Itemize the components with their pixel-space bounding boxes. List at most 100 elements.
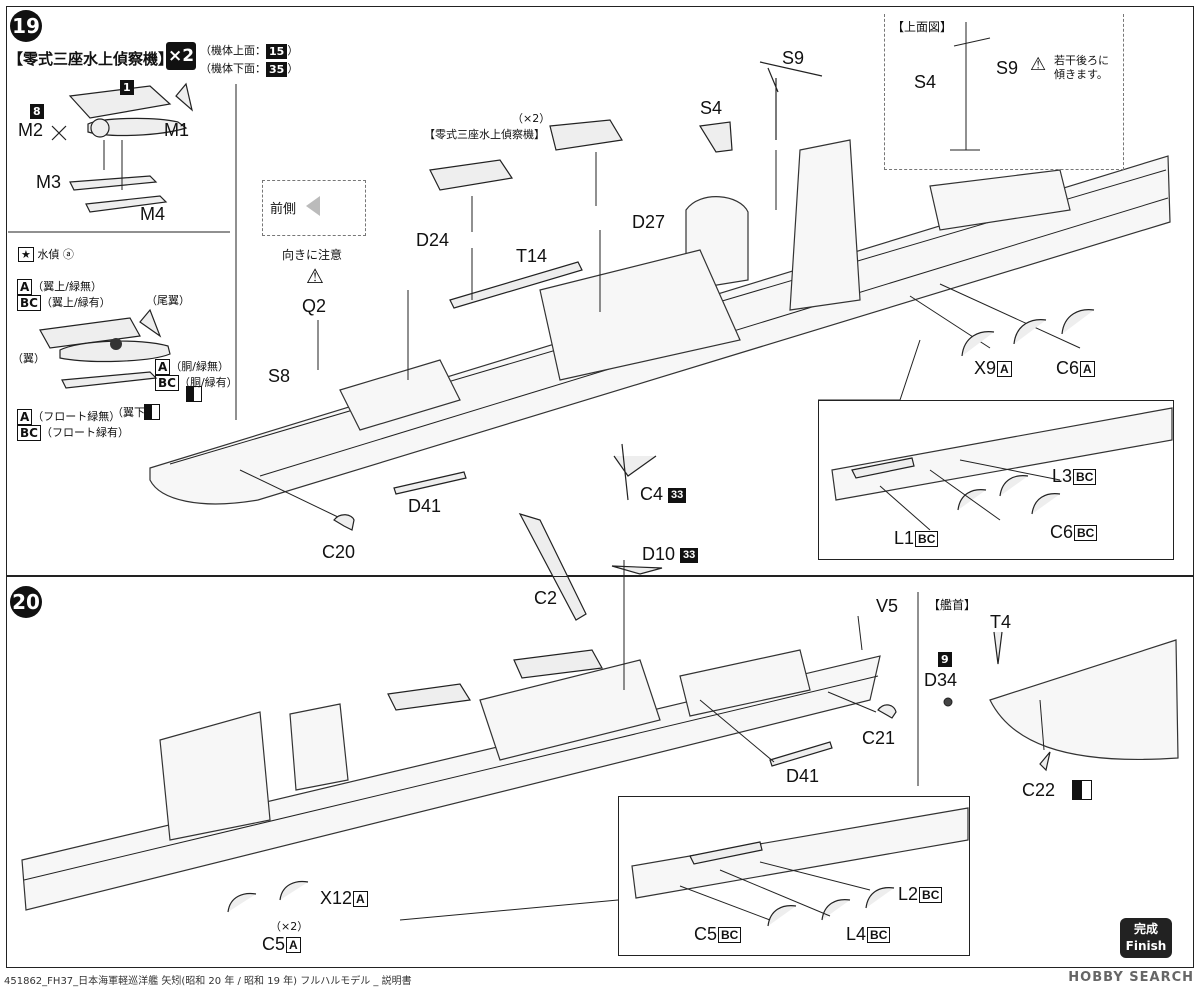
part-x9-drawing (961, 331, 995, 357)
top-view-label-s4: S4 (914, 72, 937, 92)
legend-3: （翼） (12, 352, 45, 365)
arrow-left-icon (306, 196, 320, 216)
part-d34-drawing (943, 697, 953, 707)
step-20-panel (6, 576, 1194, 968)
label-c4: C4 33 (640, 484, 687, 505)
plane-decal-drawing (39, 308, 171, 389)
legend-5: BC（胴/緑有） (154, 374, 238, 391)
part-t4-drawing (993, 631, 1003, 665)
legend-7: A（フロート緑無） (16, 408, 120, 425)
label-c21: C21 (862, 728, 896, 748)
label-t4: T4 (990, 612, 1012, 632)
legend-4: A（胴/緑無） (154, 358, 229, 375)
part-c20-drawing (333, 514, 355, 531)
color-swatch-icon-2 (144, 404, 160, 420)
label-m2: M2 (18, 120, 44, 140)
plane2-title: 【零式三座水上偵察機】 (424, 128, 545, 141)
plane-drawing-step20-a (387, 683, 472, 711)
detail-inset-step19 (818, 400, 1174, 560)
label-s8: S8 (268, 366, 291, 386)
part-c6-drawing (1013, 319, 1047, 345)
plane-assembly-drawing (51, 82, 194, 213)
bow-hull-drawing (989, 639, 1179, 761)
top-view-label-s9: S9 (996, 58, 1019, 78)
warning-icon: ⚠ (306, 266, 324, 288)
part-c6-drawing-2 (1061, 309, 1095, 335)
top-view-box (884, 14, 1124, 170)
plane-drawing-right (549, 119, 623, 151)
warning-icon-2: ⚠ (1030, 54, 1047, 74)
step-ref-m1: 1 (120, 80, 134, 95)
ship-hull-step19 (149, 139, 1171, 505)
plane-drawing-left (429, 159, 514, 191)
footer-text: 451862_FH37_日本海軍軽巡洋艦 矢矧(昭和 20 年 / 昭和 19 … (4, 976, 412, 987)
part-c2-drawing (518, 513, 587, 621)
label-q2: Q2 (302, 296, 327, 316)
rail-d41-drawing (393, 471, 467, 495)
mast-c4-drawing (613, 443, 657, 501)
plane-drawing-step20-b (513, 649, 603, 679)
catapult-t14-drawing (449, 261, 583, 309)
label-s4: S4 (700, 98, 723, 118)
star-icon: ★ (18, 247, 34, 262)
step-ref-m2: 8 (30, 104, 44, 119)
label-m3: M3 (36, 172, 62, 192)
part-s4-drawing (699, 121, 733, 153)
label-c2: C2 (534, 588, 558, 608)
part-c5-drawing (227, 892, 257, 913)
label-d10: D10 33 (642, 544, 699, 565)
detail-inset-step20 (618, 796, 970, 956)
caution-note: 向きに注意 (282, 248, 343, 262)
label-t14: T14 (516, 246, 548, 266)
legend-1: BC（翼上/緑有） (16, 294, 111, 311)
label-m4: M4 (140, 204, 166, 224)
decal-note: ★ 水偵 ⓐ (18, 246, 74, 262)
legend-8: BC（フロート緑有） (16, 424, 129, 441)
label-c22: C22 (1022, 780, 1056, 800)
direction-label: 前側 (270, 201, 297, 216)
part-x12-drawing (279, 880, 309, 901)
label-v5: V5 (876, 596, 899, 616)
part-c22-drawing (1039, 751, 1051, 772)
quantity-badge: ×2 (166, 42, 196, 70)
step-ref-d34: 9 (938, 652, 952, 667)
step-19-panel (6, 6, 1194, 576)
body-top-note: （機体上面：15） (200, 43, 299, 59)
label-c5-qty: （×2） (270, 920, 309, 933)
label-m1: M1 (164, 120, 190, 140)
body-bottom-note: （機体下面：35） (200, 61, 299, 77)
label-c20: C20 (322, 542, 356, 562)
mast-s9-drawing (759, 61, 823, 140)
finish-badge: 完成 Finish (1120, 918, 1172, 958)
top-view-title: 【上面図】 (892, 20, 953, 34)
rail-d41-step20-drawing (769, 741, 833, 767)
legend-0: A（翼上/緑無） (16, 278, 102, 295)
step-number-20: 20 (10, 586, 42, 618)
step-number-19: 19 (10, 10, 42, 42)
ship-hull-step20 (21, 560, 881, 911)
label-d24: D24 (416, 230, 450, 250)
color-swatch-icon (186, 386, 202, 402)
plane2-qty: （×2） (512, 112, 551, 125)
direction-box (262, 180, 366, 236)
label-s9: S9 (782, 48, 805, 68)
label-d34: D34 (924, 670, 958, 690)
part-c21-drawing (877, 704, 897, 719)
color-swatch-icon-3 (1072, 780, 1092, 800)
label-d41: D41 (408, 496, 442, 516)
top-view-note: 若干後ろに傾きます。 (1054, 54, 1109, 81)
top-view-drawing (950, 22, 991, 151)
plane-title: 【零式三座水上偵察機】 (8, 51, 174, 68)
